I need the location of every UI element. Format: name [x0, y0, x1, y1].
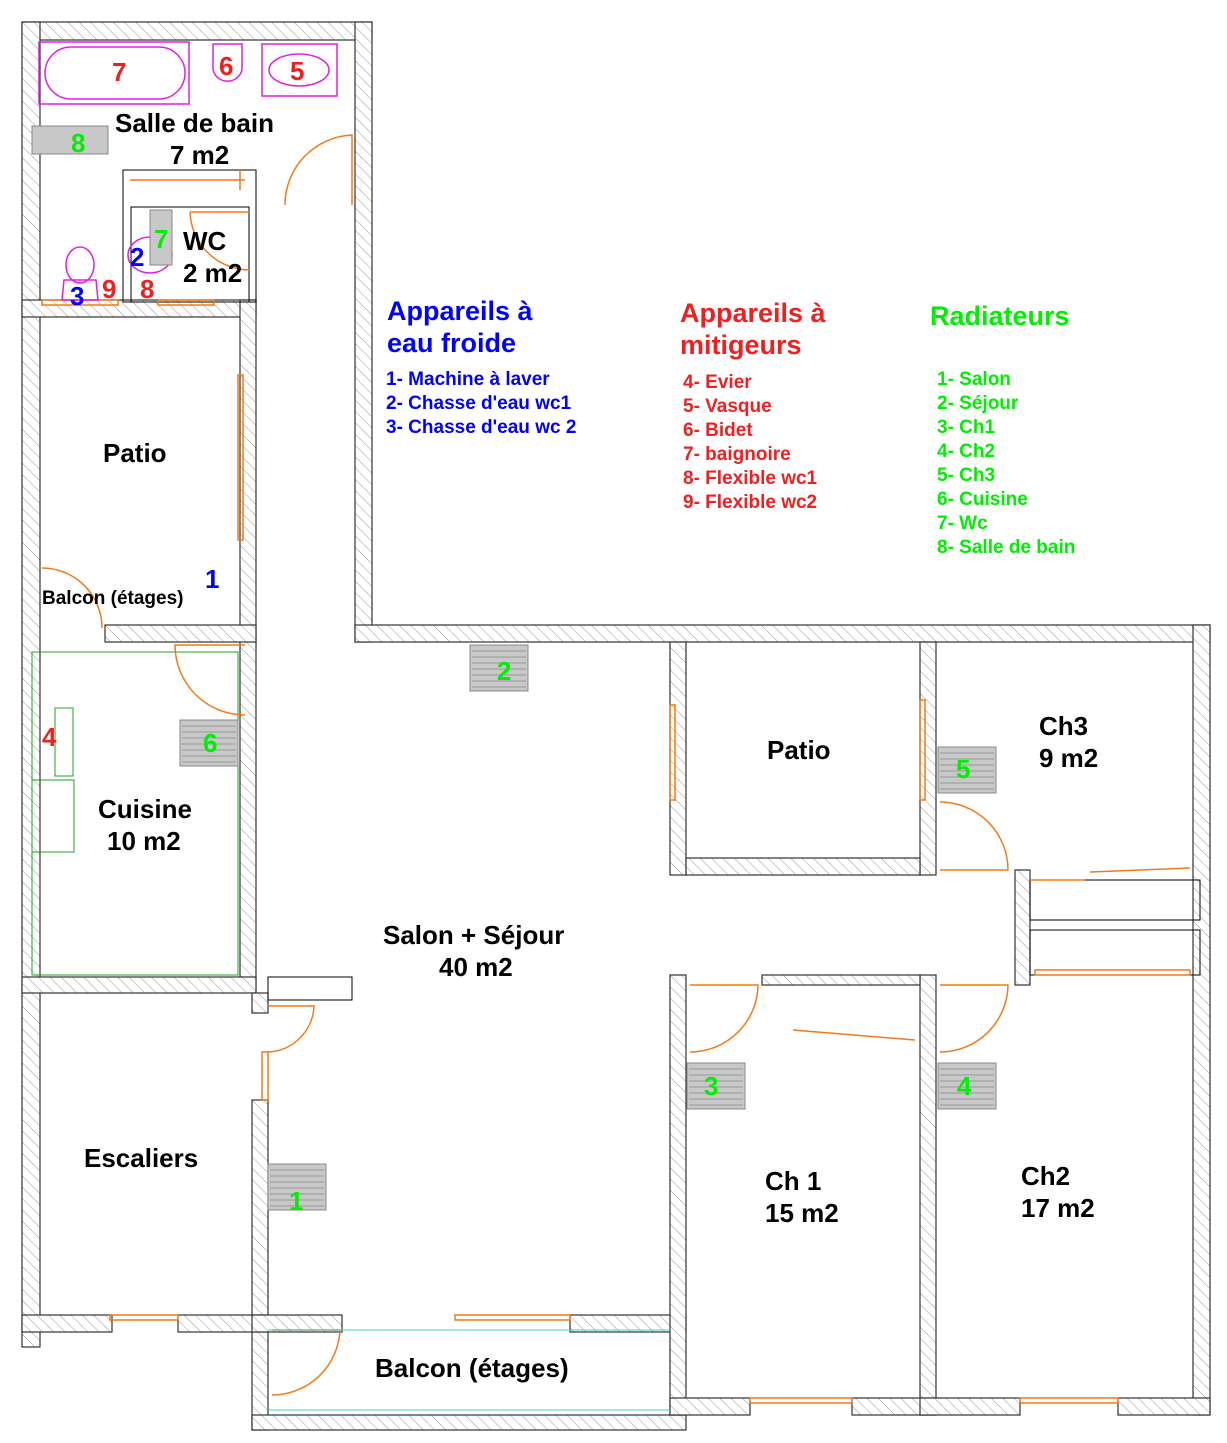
marker-cold-1: 1	[205, 564, 219, 594]
room-ch2-area: 17 m2	[1021, 1193, 1095, 1223]
room-ch3-area: 9 m2	[1039, 743, 1098, 773]
legend-item: 6- Bidet	[683, 420, 753, 441]
legend-item: 9- Flexible wc2	[683, 492, 817, 513]
radiator-wc	[149, 209, 173, 266]
legend-item: 1- Machine à laver	[386, 369, 550, 390]
legend-cold-title: eau froide	[387, 328, 516, 358]
room-wc-name: WC	[183, 226, 227, 256]
marker-radiator-6: 6	[203, 728, 217, 758]
marker-mixer-6: 6	[219, 51, 233, 81]
marker-radiator-8: 8	[71, 128, 85, 158]
legend-item: 3- Chasse d'eau wc 2	[386, 417, 576, 438]
room-salon-name: Salon + Séjour	[383, 920, 564, 950]
walls	[21, 21, 1211, 1431]
marker-radiator-3: 3	[704, 1071, 718, 1101]
marker-radiator-5: 5	[956, 754, 970, 784]
marker-radiator-1: 1	[289, 1186, 303, 1216]
radiators	[31, 125, 997, 1211]
legend-item: 5- Vasque	[683, 396, 772, 417]
legend-item: 1- Salon	[937, 369, 1011, 390]
legend-item: 3- Ch1	[937, 417, 996, 438]
room-balcon-1: Balcon (étages)	[42, 588, 183, 609]
marker-mixer-4: 4	[42, 722, 57, 752]
marker-cold-3: 3	[70, 281, 84, 311]
room-cuisine-area: 10 m2	[107, 826, 181, 856]
marker-radiator-2: 2	[497, 656, 511, 686]
room-patio-2: Patio	[767, 735, 831, 765]
legend-mixer-title: mitigeurs	[680, 330, 802, 360]
marker-mixer-8: 8	[140, 274, 154, 304]
legend-mixer: Appareils à mitigeurs 4- Evier 5- Vasque…	[680, 298, 827, 513]
legend-item: 8- Salle de bain	[937, 537, 1075, 558]
legend-item: 7- Wc	[937, 513, 988, 534]
room-escaliers: Escaliers	[84, 1143, 198, 1173]
marker-cold-2: 2	[130, 242, 144, 272]
room-cuisine-name: Cuisine	[98, 794, 192, 824]
legend-item: 2- Séjour	[937, 393, 1019, 414]
doors	[41, 134, 1191, 1411]
sanitary-fixtures	[31, 41, 338, 853]
legend-item: 2- Chasse d'eau wc1	[386, 393, 572, 414]
room-ch3-name: Ch3	[1039, 711, 1088, 741]
marker-radiator-4: 4	[957, 1071, 972, 1101]
marker-mixer-7: 7	[112, 57, 126, 87]
legend-mixer-title: Appareils à	[680, 298, 827, 328]
marker-mixer-9: 9	[102, 274, 116, 304]
marker-mixer-5: 5	[290, 56, 304, 86]
legend-item: 4- Ch2	[937, 441, 995, 462]
legend-radiator-title: Radiateurs	[930, 301, 1070, 331]
marker-radiator-7: 7	[154, 224, 168, 254]
legend-item: 4- Evier	[683, 372, 752, 393]
room-sdb-area: 7 m2	[170, 140, 229, 170]
room-balcon-2: Balcon (étages)	[375, 1353, 569, 1383]
legend-item: 5- Ch3	[937, 465, 995, 486]
legend-item: 7- baignoire	[683, 444, 791, 465]
legend-radiators: Radiateurs 1- Salon 2- Séjour 3- Ch1 4- …	[930, 301, 1075, 558]
markers: 1 2 3 4 5 6 7 8 9 1 2 3 4 5 6 7 8	[42, 51, 972, 1216]
legend-cold-title: Appareils à	[387, 296, 534, 326]
legend-cold-water: Appareils à eau froide 1- Machine à lave…	[386, 296, 576, 438]
room-labels: Salle de bain 7 m2 WC 2 m2 Patio Balcon …	[42, 108, 1098, 1383]
room-sdb-name: Salle de bain	[115, 108, 274, 138]
room-ch1-name: Ch 1	[765, 1166, 821, 1196]
legend-item: 8- Flexible wc1	[683, 468, 818, 489]
room-salon-area: 40 m2	[439, 952, 513, 982]
radiator-sdb	[31, 125, 109, 155]
room-patio-1: Patio	[103, 438, 167, 468]
room-ch1-area: 15 m2	[765, 1198, 839, 1228]
room-wc-area: 2 m2	[183, 258, 242, 288]
legend-item: 6- Cuisine	[937, 489, 1028, 510]
room-ch2-name: Ch2	[1021, 1161, 1070, 1191]
